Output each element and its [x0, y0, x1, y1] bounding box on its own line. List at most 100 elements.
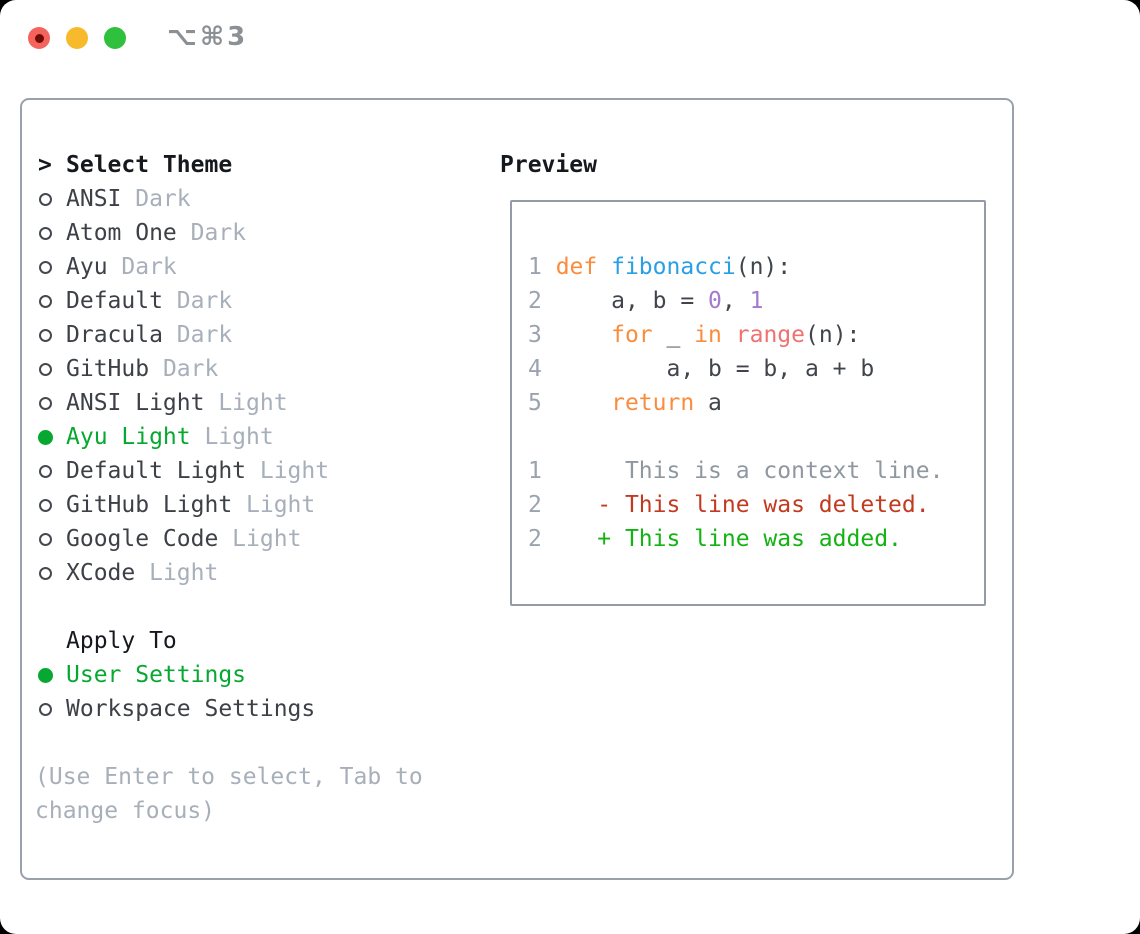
- code-token-num: 1: [749, 288, 764, 314]
- theme-variant-tag: Light: [204, 390, 288, 416]
- code-token-ln: 5: [528, 390, 556, 416]
- theme-variant-tag: Dark: [149, 356, 219, 382]
- code-token-code: [597, 254, 611, 280]
- code-token-num: 0: [708, 288, 722, 314]
- code-token-code: [556, 322, 611, 348]
- apply-option-label: User Settings: [66, 662, 247, 688]
- theme-name: ANSI: [66, 186, 122, 212]
- close-button-icon[interactable]: [28, 27, 50, 49]
- code-line-1: 1 def fibonacci(n):: [528, 250, 943, 284]
- theme-name: Ayu: [66, 254, 108, 280]
- apply-option-workspace-settings[interactable]: Workspace Settings: [38, 692, 315, 726]
- code-token-code: (n):: [735, 254, 792, 280]
- theme-option-github-dark[interactable]: GitHub Dark: [38, 352, 329, 386]
- hint-line-1: (Use Enter to select, Tab to: [35, 764, 423, 790]
- code-token-kw: def: [555, 254, 598, 280]
- code-token-kw: for: [611, 322, 653, 348]
- preview-box: 1 def fibonacci(n): 2 a, b = 0, 1 3 for _ …: [510, 200, 986, 606]
- code-line-6: [528, 420, 943, 454]
- keyboard-hint: (Use Enter to select, Tab to change focus…: [35, 760, 423, 828]
- theme-variant-tag: Light: [218, 526, 302, 552]
- theme-variant-tag: Light: [246, 458, 330, 484]
- theme-name: Default Light: [66, 458, 247, 484]
- code-token-ln: 1: [528, 458, 556, 484]
- apply-option-user-settings[interactable]: User Settings: [38, 658, 315, 692]
- theme-name: Ayu Light: [66, 424, 191, 450]
- select-theme-title: Select Theme: [66, 152, 233, 178]
- theme-name: Default: [66, 288, 163, 314]
- theme-option-default-light-light[interactable]: Default Light Light: [38, 454, 329, 488]
- theme-name: Dracula: [66, 322, 163, 348]
- prompt-icon: >: [38, 152, 52, 178]
- theme-variant-tag: Dark: [162, 288, 233, 314]
- code-token-ln: 2: [528, 492, 556, 518]
- theme-option-google-code-light[interactable]: Google Code Light: [38, 522, 329, 556]
- theme-name: Atom One: [66, 220, 177, 246]
- theme-name: GitHub: [66, 356, 150, 382]
- code-preview: 1 def fibonacci(n): 2 a, b = 0, 1 3 for _ …: [528, 250, 943, 556]
- radio-selected-icon: [38, 667, 53, 683]
- theme-option-ayu-dark[interactable]: Ayu Dark: [38, 250, 329, 284]
- radio-icon: [39, 328, 52, 342]
- theme-option-dracula-dark[interactable]: Dracula Dark: [38, 318, 329, 352]
- code-token-ctx: This is a context line.: [555, 458, 944, 484]
- theme-name: GitHub Light: [66, 492, 233, 518]
- code-token-code: (n):: [805, 322, 861, 348]
- theme-option-atom-one-dark[interactable]: Atom One Dark: [38, 216, 329, 250]
- code-token-add: + This line was added.: [555, 526, 902, 552]
- code-line-3: 3 for _ in range(n):: [528, 318, 943, 352]
- radio-icon: [39, 532, 52, 546]
- radio-icon: [39, 396, 52, 410]
- radio-icon: [39, 566, 52, 580]
- code-token-del: - This line was deleted.: [555, 492, 930, 518]
- theme-variant-tag: Dark: [176, 220, 247, 246]
- theme-option-ayu-light-light[interactable]: Ayu Light Light: [38, 420, 329, 454]
- apply-to-header: Apply To: [38, 624, 315, 658]
- theme-name: Google Code: [66, 526, 219, 552]
- window-shortcut-label: ⌥⌘3: [167, 22, 249, 52]
- theme-variant-tag: Dark: [107, 254, 177, 280]
- code-token-code: ,: [721, 288, 750, 314]
- theme-variant-tag: Dark: [121, 186, 191, 212]
- theme-option-ansi-light-light[interactable]: ANSI Light Light: [38, 386, 329, 420]
- code-line-4: 4 a, b = b, a + b: [528, 352, 943, 386]
- theme-option-github-light-light[interactable]: GitHub Light Light: [38, 488, 329, 522]
- theme-option-ansi-dark[interactable]: ANSI Dark: [38, 182, 329, 216]
- code-token-ln: 2: [528, 526, 556, 552]
- code-token-ln: 1: [528, 254, 556, 280]
- radio-icon: [39, 702, 52, 716]
- radio-icon: [39, 192, 52, 206]
- radio-selected-icon: [38, 429, 53, 445]
- code-token-code: _: [652, 322, 695, 348]
- code-token-code: a, b = b, a + b: [555, 356, 875, 382]
- code-line-5: 5 return a: [528, 386, 943, 420]
- preview-header: Preview: [500, 148, 597, 182]
- code-token-code: [722, 322, 736, 348]
- code-token-ln: 3: [528, 322, 556, 348]
- radio-icon: [39, 260, 52, 274]
- radio-icon: [39, 226, 52, 240]
- radio-icon: [39, 294, 52, 308]
- minimize-button-icon[interactable]: [66, 27, 88, 49]
- theme-variant-tag: Light: [190, 424, 274, 450]
- theme-option-xcode-light[interactable]: XCode Light: [38, 556, 329, 590]
- code-line-9: 2 + This line was added.: [528, 522, 943, 556]
- code-token-ln: 4: [528, 356, 556, 382]
- theme-variant-tag: Light: [232, 492, 316, 518]
- code-token-kw: return: [611, 390, 695, 416]
- code-token-blt: range: [735, 322, 805, 348]
- code-token-ln: 2: [528, 288, 556, 314]
- radio-icon: [39, 362, 52, 376]
- code-line-7: 1 This is a context line.: [528, 454, 943, 488]
- preview-title: Preview: [500, 152, 597, 178]
- zoom-button-icon[interactable]: [104, 27, 126, 49]
- code-token-code: [556, 390, 611, 416]
- hint-line-2: change focus): [35, 798, 216, 824]
- code-token-kw: in: [694, 322, 722, 348]
- radio-icon: [39, 464, 52, 478]
- code-token-code: a, b =: [555, 288, 709, 314]
- theme-option-default-dark[interactable]: Default Dark: [38, 284, 329, 318]
